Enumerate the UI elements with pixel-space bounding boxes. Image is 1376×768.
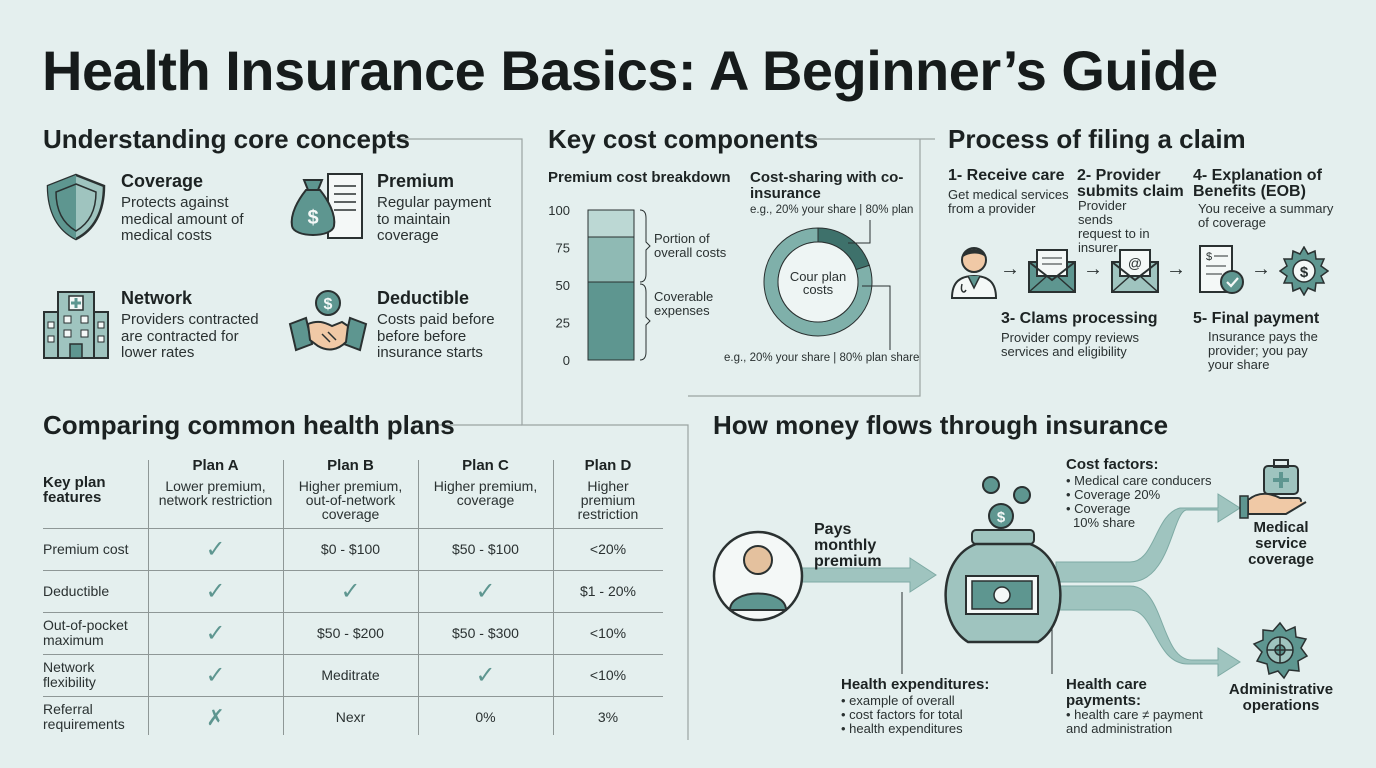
- cost-factors-title: Cost factors:: [1066, 456, 1159, 473]
- cost-factor-0: • Medical care conducers: [1066, 473, 1212, 488]
- arrow-3-icon: →: [1166, 258, 1186, 280]
- arrow-1-icon: →: [1000, 258, 1020, 280]
- stacked-bar-segment: [587, 209, 635, 238]
- concept-coverage-title: Coverage: [121, 171, 204, 191]
- expend-item-0: • example of overall: [841, 693, 955, 708]
- doctor-icon: [950, 247, 998, 299]
- donut-leader-lines: [848, 220, 891, 350]
- claim-section-title: Process of filing a claim: [948, 124, 1246, 154]
- claim-step-4-label: 4- Explanation of Benefits (EOB): [1193, 167, 1322, 200]
- svg-text:$: $: [997, 509, 1006, 526]
- stacked-bar-segment: [587, 281, 635, 361]
- shield-icon: [46, 173, 106, 241]
- concept-premium-desc: Regular payment to maintain coverage: [377, 194, 492, 244]
- axis-tick-label: 100: [548, 203, 570, 218]
- breakdown-title: Premium cost breakdown: [548, 169, 731, 186]
- claim-step-2-desc: Provider sends request to in insurer: [1078, 198, 1150, 255]
- payments-title: Health care payments:: [1066, 676, 1147, 709]
- payments-item-0: • health care ≠ payment: [1066, 707, 1203, 722]
- concept-premium-title: Premium: [377, 171, 455, 191]
- concept-network-desc: Providers contracted are contracted for …: [121, 311, 259, 361]
- donut-note: e.g., 20% your share | 80% plan share: [724, 352, 920, 364]
- bar-label-top: Portion of overall costs: [654, 231, 727, 260]
- cost-factor-3: 10% share: [1073, 515, 1136, 530]
- concept-network-title: Network: [121, 288, 193, 308]
- bracket-bottom: [639, 283, 651, 361]
- hospital-icon: [43, 291, 109, 359]
- claim-step-3-label: 3- Clams processing: [1001, 310, 1158, 327]
- concept-deductible-title: Deductible: [377, 288, 470, 308]
- costs-section-title: Key cost components: [548, 124, 819, 154]
- coinsurance-title: Cost-sharing with co-insurance: [750, 169, 904, 202]
- donut-hole: [777, 241, 859, 323]
- money-flow-diagram: $: [712, 459, 1309, 680]
- coinsurance-donut-chart: [763, 227, 873, 337]
- arrow-4-icon: →: [1251, 258, 1271, 280]
- concepts-section-title: Understanding core concepts: [43, 124, 410, 154]
- page-title: Health Insurance Basics: A Beginner’s Gu…: [42, 39, 1218, 102]
- premium-breakdown-chart: 100 75 50 25 0: [548, 203, 651, 368]
- envelope-icon: [1028, 249, 1076, 293]
- coinsurance-subtitle: e.g., 20% your share | 80% plan: [750, 204, 914, 216]
- payments-item-1: and administration: [1066, 721, 1173, 736]
- flow-section-title: How money flows through insurance: [713, 410, 1169, 440]
- axis-tick-label: 50: [556, 278, 570, 293]
- email-icon: @: [1111, 249, 1159, 293]
- claim-step-2-label: 2- Provider submits claim: [1077, 167, 1184, 200]
- axis-tick-label: 75: [556, 241, 570, 256]
- pays-premium-label: Pays monthly premium: [814, 521, 882, 570]
- axis-tick-label: 25: [556, 316, 570, 331]
- axis-tick-label: 0: [563, 353, 570, 368]
- admin-operations-label: Administrative operations: [1228, 681, 1334, 714]
- cost-factor-1: • Coverage 20%: [1066, 487, 1161, 502]
- donut-center-label: Cour plan costs: [789, 269, 847, 297]
- bar-label-bottom: Coverable expenses: [654, 289, 714, 318]
- claim-step-5-desc: Insurance pays the provider; you pay you…: [1208, 329, 1318, 372]
- svg-text:@: @: [1128, 255, 1142, 271]
- document-check-icon: $: [1199, 245, 1244, 294]
- claim-step-1-desc: Get medical services from a provider: [948, 187, 1069, 216]
- claim-step-5-label: 5- Final payment: [1193, 310, 1320, 327]
- medical-coverage-label: Medical service coverage: [1248, 519, 1314, 568]
- money-bag-icon: $: [290, 173, 363, 239]
- handshake-icon: $: [288, 290, 368, 352]
- dollar-gear-icon: $: [1279, 246, 1329, 296]
- expend-item-2: • health expenditures: [841, 721, 963, 736]
- expend-item-1: • cost factors for total: [841, 707, 963, 722]
- svg-text:$: $: [307, 207, 318, 229]
- expenditures-title: Health expenditures:: [841, 676, 990, 693]
- cost-factor-2: • Coverage: [1066, 501, 1131, 516]
- concept-deductible-desc: Costs paid before before before insuranc…: [377, 311, 495, 361]
- plans-section-title: Comparing common health plans: [43, 410, 455, 440]
- stacked-bar-segment: [587, 236, 635, 283]
- claim-step-4-desc: You receive a summary of coverage: [1198, 201, 1334, 230]
- arrow-2-icon: →: [1083, 258, 1103, 280]
- svg-text:$: $: [1206, 251, 1212, 263]
- claim-step-3-desc: Provider compy reviews services and elig…: [1001, 330, 1139, 359]
- svg-text:$: $: [1300, 264, 1309, 281]
- concept-coverage-desc: Protects against medical amount of medic…: [121, 194, 244, 244]
- bracket-top: [639, 209, 651, 283]
- claim-step-1-label: 1- Receive care: [948, 167, 1065, 184]
- svg-text:$: $: [324, 296, 333, 313]
